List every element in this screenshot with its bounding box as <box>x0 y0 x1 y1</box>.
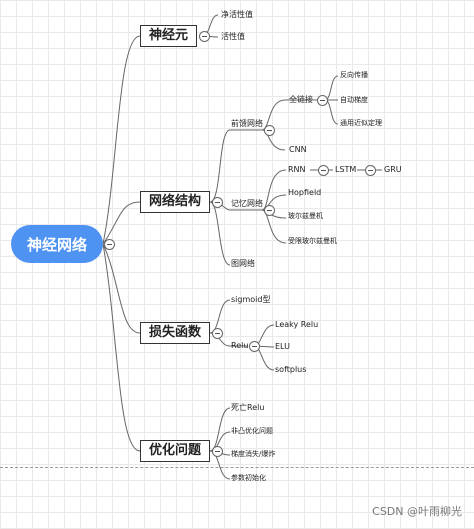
leaf-node[interactable]: 非凸优化问题 <box>231 427 273 435</box>
leaf-node[interactable]: 梯度消失/爆炸 <box>231 450 276 458</box>
node-rbm[interactable]: 受限玻尔兹曼机 <box>288 237 337 245</box>
node-gru[interactable]: GRU <box>384 165 402 174</box>
node-memory-network[interactable]: 记忆网络 <box>231 199 263 208</box>
page-break-line <box>0 467 474 468</box>
node-network-structure[interactable]: 网络结构 <box>140 191 211 213</box>
watermark: CSDN @叶雨柳光 <box>372 505 462 518</box>
collapse-icon[interactable] <box>212 328 223 339</box>
leaf-node[interactable]: 自动梯度 <box>340 96 368 104</box>
collapse-icon[interactable] <box>212 197 223 208</box>
node-loss-function[interactable]: 损失函数 <box>140 322 211 344</box>
node-optimization[interactable]: 优化问题 <box>140 440 211 462</box>
node-graph-network[interactable]: 图网络 <box>231 259 255 268</box>
collapse-icon[interactable] <box>317 95 328 106</box>
collapse-icon[interactable] <box>264 125 275 136</box>
leaf-node[interactable]: 活性值 <box>221 32 245 41</box>
node-feedforward[interactable]: 前馈网络 <box>231 119 263 128</box>
node-hopfield[interactable]: Hopfield <box>288 188 322 197</box>
leaf-node[interactable]: 参数初始化 <box>231 474 266 482</box>
node-lstm[interactable]: LSTM <box>335 165 357 174</box>
collapse-icon[interactable] <box>318 165 329 176</box>
node-cnn[interactable]: CNN <box>289 145 307 154</box>
node-elu[interactable]: ELU <box>275 342 290 351</box>
collapse-icon[interactable] <box>365 165 376 176</box>
node-sigmoid[interactable]: sigmoid型 <box>231 295 271 304</box>
collapse-icon[interactable] <box>264 205 275 216</box>
leaf-node[interactable]: 净活性值 <box>221 10 253 19</box>
node-relu[interactable]: Relu <box>231 341 249 350</box>
node-fully-connected[interactable]: 全链接 <box>289 95 313 104</box>
node-neuron[interactable]: 神经元 <box>140 25 198 47</box>
collapse-icon[interactable] <box>199 31 210 42</box>
node-rnn[interactable]: RNN <box>288 165 306 174</box>
root-node[interactable]: 神经网络 <box>11 225 103 263</box>
leaf-node[interactable]: 死亡Relu <box>231 403 265 412</box>
collapse-icon[interactable] <box>249 341 260 352</box>
node-leaky-relu[interactable]: Leaky Relu <box>275 320 319 329</box>
leaf-node[interactable]: 反向传播 <box>340 71 368 79</box>
collapse-icon[interactable] <box>212 446 223 457</box>
leaf-node[interactable]: 通用近似定理 <box>340 119 382 127</box>
node-boltzmann[interactable]: 玻尔兹曼机 <box>288 212 323 220</box>
node-softplus[interactable]: softplus <box>275 365 307 374</box>
collapse-icon[interactable] <box>104 239 115 250</box>
